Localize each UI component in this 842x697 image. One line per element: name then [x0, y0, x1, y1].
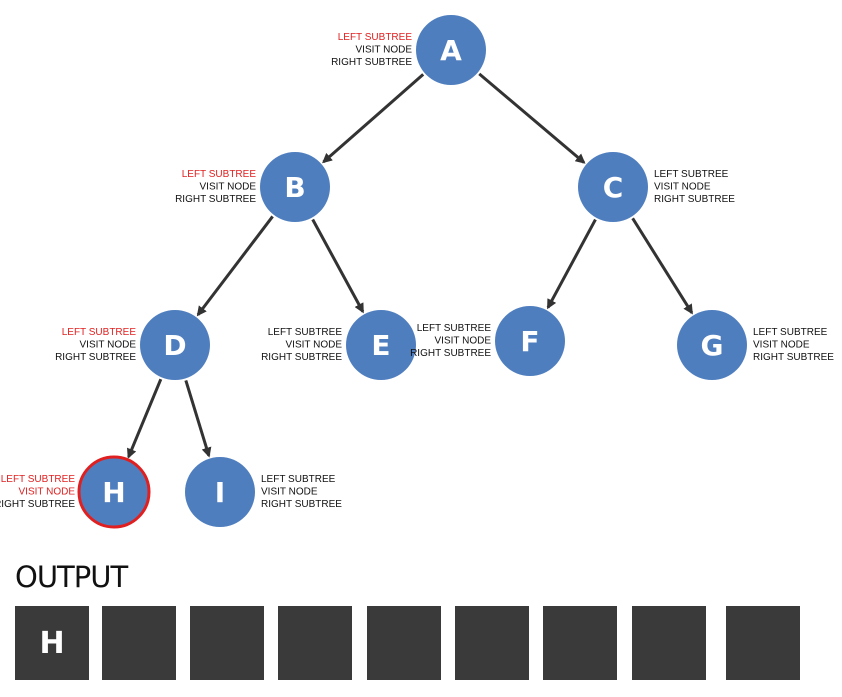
node-circle: [77, 455, 151, 529]
output-slot: [367, 606, 441, 680]
step-label: VISIT NODE: [753, 340, 810, 351]
step-label: RIGHT SUBTREE: [753, 352, 834, 363]
step-label: VISIT NODE: [261, 487, 318, 498]
node-label: G: [701, 329, 724, 362]
edge-b-e-arrow: [311, 218, 365, 314]
step-label: LEFT SUBTREE: [261, 474, 336, 485]
edge-a-c-arrow: [478, 72, 586, 164]
node-label: D: [163, 329, 186, 362]
node-b: B: [260, 152, 330, 222]
output-title: OUTPUT: [15, 560, 128, 594]
edge-d-i-arrow: [184, 379, 212, 458]
step-label: LEFT SUBTREE: [417, 323, 492, 334]
edge-c-g-arrow: [631, 217, 694, 315]
step-label: VISIT NODE: [286, 340, 343, 351]
node-label: B: [284, 171, 305, 204]
step-label: RIGHT SUBTREE: [55, 352, 136, 363]
step-label: LEFT SUBTREE: [338, 32, 413, 43]
step-label: LEFT SUBTREE: [62, 327, 137, 338]
step-label: RIGHT SUBTREE: [261, 352, 342, 363]
node-circle: [495, 306, 565, 376]
output-slot: [102, 606, 176, 680]
output-slot: [632, 606, 706, 680]
node-label: I: [215, 476, 225, 509]
step-label: RIGHT SUBTREE: [654, 194, 735, 205]
step-label: LEFT SUBTREE: [182, 169, 257, 180]
step-label: VISIT NODE: [200, 182, 257, 193]
node-f: F: [495, 306, 565, 376]
node-c: C: [578, 152, 648, 222]
node-circle: [416, 15, 486, 85]
node-circle: [185, 457, 255, 527]
output-slot: [190, 606, 264, 680]
output-slot: [543, 606, 617, 680]
step-label: LEFT SUBTREE: [1, 474, 76, 485]
output-slot: [726, 606, 800, 680]
node-label: E: [371, 329, 390, 362]
step-label: RIGHT SUBTREE: [261, 499, 342, 510]
edge-d-h-arrow: [127, 378, 163, 459]
node-circle: [140, 310, 210, 380]
step-label: VISIT NODE: [435, 336, 492, 347]
step-label: VISIT NODE: [80, 340, 137, 351]
edge-a-b-arrow: [322, 73, 425, 164]
node-circle: [260, 152, 330, 222]
output-slot: [455, 606, 529, 680]
node-label: A: [440, 34, 462, 67]
node-circle: [578, 152, 648, 222]
node-a: A: [416, 15, 486, 85]
output-slot: H: [15, 606, 89, 680]
node-label: H: [102, 476, 125, 509]
node-label: C: [603, 171, 624, 204]
node-circle: [677, 310, 747, 380]
step-label: VISIT NODE: [654, 182, 711, 193]
node-g: G: [677, 310, 747, 380]
step-label: RIGHT SUBTREE: [175, 194, 256, 205]
node-h: H: [77, 455, 151, 529]
step-label: RIGHT SUBTREE: [331, 57, 412, 68]
edge-c-f-arrow: [546, 218, 597, 310]
node-e: E: [346, 310, 416, 380]
step-label: RIGHT SUBTREE: [410, 348, 491, 359]
step-label: LEFT SUBTREE: [268, 327, 343, 338]
step-label: VISIT NODE: [356, 45, 413, 56]
node-d: D: [140, 310, 210, 380]
step-label: LEFT SUBTREE: [654, 169, 729, 180]
output-slot: [278, 606, 352, 680]
node-label: F: [520, 325, 539, 358]
step-label: LEFT SUBTREE: [753, 327, 828, 338]
node-circle: [346, 310, 416, 380]
edge-b-d-arrow: [196, 215, 274, 317]
node-i: I: [185, 457, 255, 527]
step-label: RIGHT SUBTREE: [0, 499, 75, 510]
step-label: VISIT NODE: [19, 487, 76, 498]
